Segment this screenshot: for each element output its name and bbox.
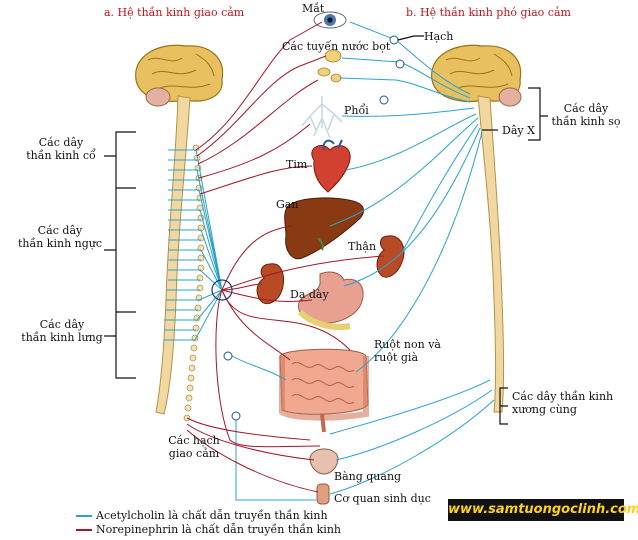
left-brain [135, 44, 224, 107]
label-salivary: Các tuyến nước bọt [282, 40, 391, 53]
title-parasympathetic: b. Hệ thần kinh phó giao cảm [406, 6, 571, 19]
label-vagus-nerve: Dây X [502, 124, 535, 137]
right-brackets [397, 35, 548, 425]
legend-norepinephrine: Norepinephrin là chất dẫn truyền thần ki… [96, 523, 341, 536]
parasympathetic-ganglia [223, 35, 405, 421]
watermark: www.samtuongoclinh.com [448, 499, 638, 521]
label-lung: Phổi [344, 104, 369, 117]
salivary-glands [317, 49, 342, 83]
right-brain [431, 44, 522, 107]
label-bladder: Bàng quang [334, 470, 402, 483]
intestines [279, 348, 369, 433]
sympathetic-nerves [186, 21, 385, 493]
label-kidney: Thận [348, 240, 377, 253]
celiac-ganglion [211, 279, 233, 301]
eye [313, 11, 347, 29]
label-thoracic-nerves: Các dây thần kinh ngực [17, 224, 103, 250]
sympathetic-chain [183, 144, 205, 422]
label-sympathetic-ganglia: Các hạch giao cảm [168, 434, 220, 460]
lungs [301, 96, 343, 139]
label-genitals: Cơ quan sinh dục [334, 492, 431, 505]
genitals [316, 483, 330, 505]
label-ganglion: Hạch [424, 30, 454, 43]
label-liver: Gan [276, 198, 299, 211]
kidney-left [256, 263, 284, 305]
title-sympathetic: a. Hệ thần kinh giao cảm [104, 6, 245, 19]
bladder [309, 448, 339, 475]
label-cervical-nerves: Các dây thần kinh cổ [26, 136, 96, 162]
label-stomach: Dạ dày [290, 288, 329, 301]
heart [311, 139, 351, 193]
label-eye: Mắt [302, 2, 325, 15]
label-heart: Tim [286, 158, 308, 171]
left-spinal-cord [155, 95, 191, 415]
liver [284, 197, 364, 260]
label-sacral-nerves: Các dây thần kinh xương cùng [512, 390, 614, 416]
legend-acetylcholine: Acetylcholin là chất dẫn truyền thần kin… [96, 509, 328, 522]
label-cranial-nerves: Các dây thần kinh sọ [551, 102, 621, 128]
right-spinal-cord [477, 95, 504, 413]
left-brackets [104, 131, 136, 379]
label-lumbar-nerves: Các dây thần kinh lưng [21, 318, 103, 344]
label-intestine: Ruột non và ruột già [374, 338, 441, 364]
